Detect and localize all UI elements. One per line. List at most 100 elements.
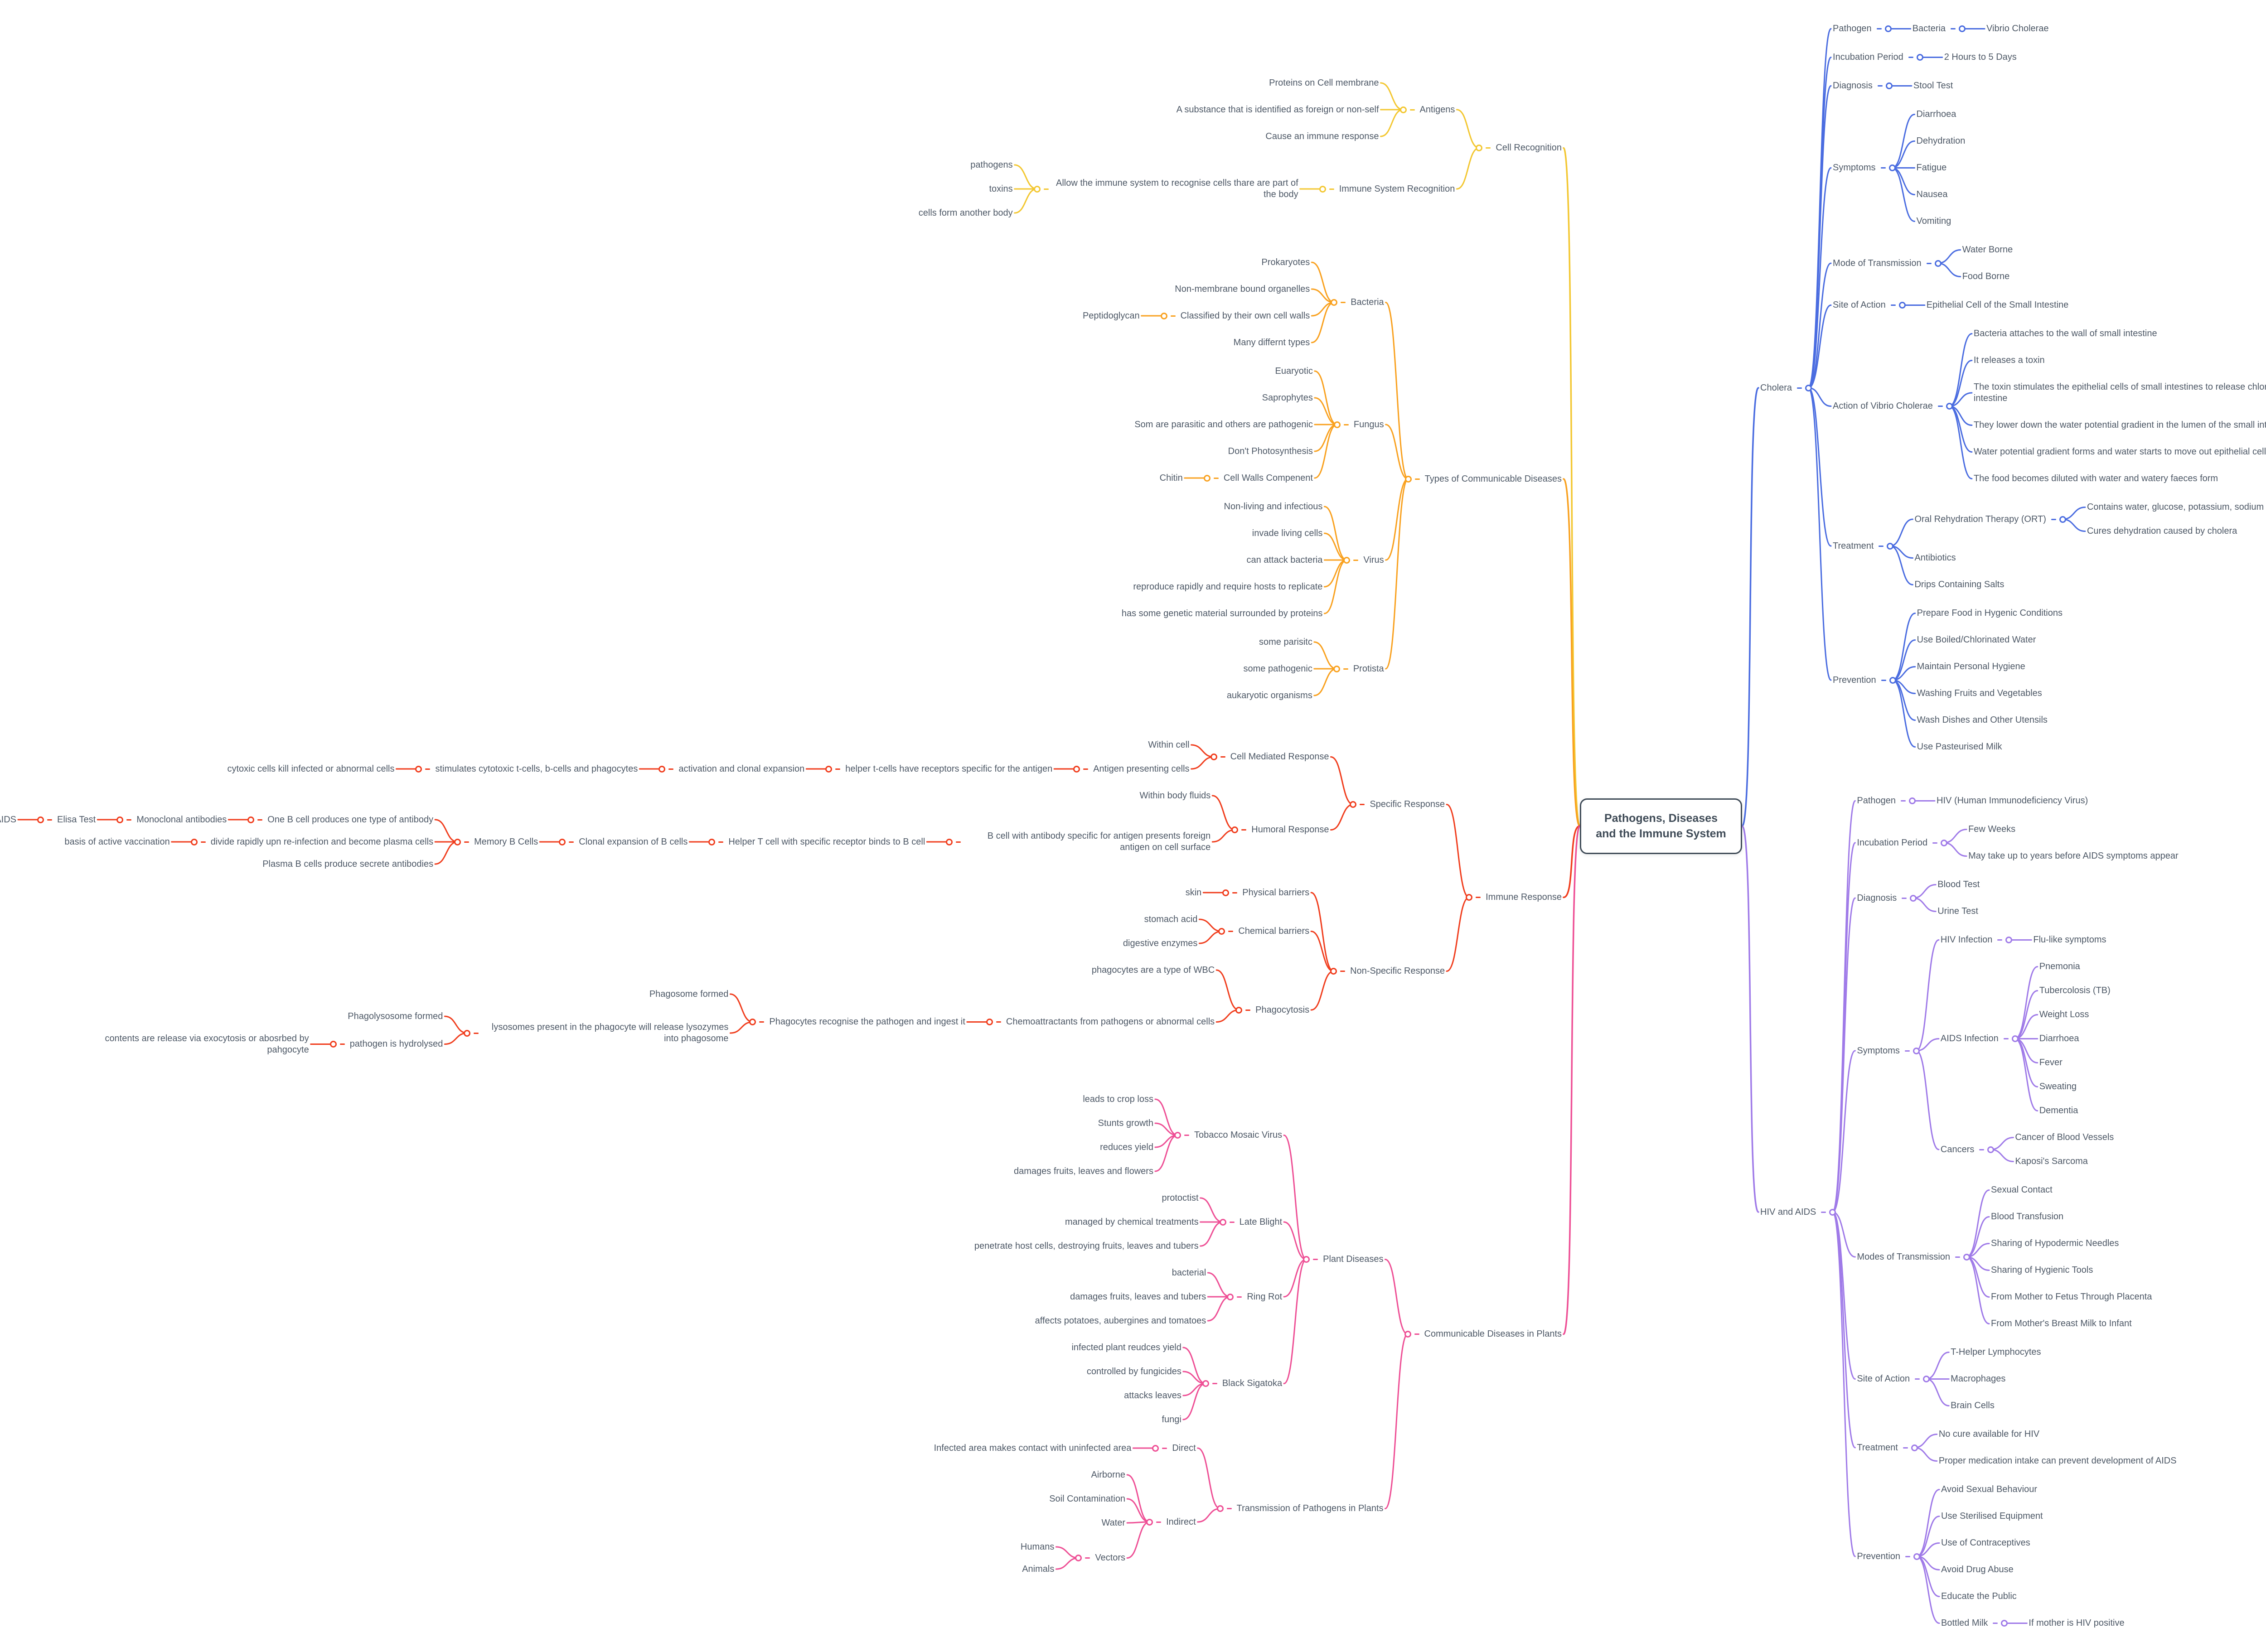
branch-dot-icon[interactable] xyxy=(1333,421,1341,428)
node-label[interactable]: One B cell produces one type of antibody xyxy=(267,814,434,825)
node-label[interactable]: Virus xyxy=(1363,555,1384,565)
node-label[interactable]: Sexual Contact xyxy=(1991,1185,2053,1195)
node-label[interactable]: Ring Rot xyxy=(1247,1291,1283,1302)
node-label[interactable]: Immune Response xyxy=(1486,892,1562,902)
node-label[interactable]: toxins xyxy=(989,184,1013,194)
node-label[interactable]: Phagocytosis xyxy=(1255,1005,1310,1015)
branch-dot-icon[interactable] xyxy=(1219,1218,1226,1226)
node-label[interactable]: activation and clonal expansion xyxy=(678,763,805,774)
branch-dot-icon[interactable] xyxy=(1805,384,1812,391)
node-label[interactable]: Cell Walls Compenent xyxy=(1223,473,1313,483)
branch-dot-icon[interactable] xyxy=(1218,928,1225,935)
node-label[interactable]: Epithelial Cell of the Small Intestine xyxy=(1926,300,2069,310)
branch-dot-icon[interactable] xyxy=(825,765,833,773)
node-label[interactable]: Site of Action xyxy=(1833,300,1886,310)
node-label[interactable]: Mode of Transmission xyxy=(1833,258,1922,268)
node-label[interactable]: Avoid Drug Abuse xyxy=(1941,1565,2014,1575)
node-label[interactable]: Immune System Recognition xyxy=(1339,184,1455,194)
node-label[interactable]: Diarrhoea xyxy=(1916,109,1956,119)
node-label[interactable]: some pathogenic xyxy=(1243,663,1312,674)
branch-dot-icon[interactable] xyxy=(1319,185,1326,193)
branch-dot-icon[interactable] xyxy=(1160,312,1167,319)
node-label[interactable]: infected plant reudces yield xyxy=(1071,1342,1181,1353)
branch-dot-icon[interactable] xyxy=(946,838,953,845)
node-label[interactable]: aukaryotic organisms xyxy=(1226,690,1312,700)
node-label[interactable]: stimulates cytotoxic t-cells, b-cells an… xyxy=(435,763,638,774)
node-label[interactable]: Proper medication intake can prevent dev… xyxy=(1938,1456,2177,1466)
node-label[interactable]: 2 Hours to 5 Days xyxy=(1944,52,2017,62)
branch-dot-icon[interactable] xyxy=(1152,1444,1159,1452)
node-label[interactable]: reproduce rapidly and require hosts to r… xyxy=(1133,581,1323,592)
branch-dot-icon[interactable] xyxy=(1934,260,1942,267)
node-label[interactable]: Treatment xyxy=(1857,1442,1898,1453)
node-label[interactable]: Nausea xyxy=(1916,189,1948,199)
node-label[interactable]: Plant Diseases xyxy=(1323,1254,1384,1264)
node-label[interactable]: Water potential gradient forms and water… xyxy=(1973,447,2266,457)
branch-dot-icon[interactable] xyxy=(1331,299,1338,306)
node-label[interactable]: Water xyxy=(1101,1517,1126,1528)
node-label[interactable]: If mother is HIV positive xyxy=(2029,1618,2125,1628)
node-label[interactable]: Sharing of Hypodermic Needles xyxy=(1991,1238,2119,1248)
node-label[interactable]: can attack bacteria xyxy=(1246,555,1323,565)
node-label[interactable]: Memory B Cells xyxy=(474,836,538,847)
node-label[interactable]: Phagolysosome formed xyxy=(348,1011,443,1021)
node-label[interactable]: Macrophages xyxy=(1951,1374,2006,1384)
branch-dot-icon[interactable] xyxy=(1404,1331,1411,1338)
branch-dot-icon[interactable] xyxy=(1075,1555,1082,1561)
node-label[interactable]: From Mother to Fetus Through Placenta xyxy=(1991,1292,2152,1302)
node-label[interactable]: Infected area makes contact with uninfec… xyxy=(934,1443,1132,1453)
node-label[interactable]: Water Borne xyxy=(1962,245,2013,255)
node-label[interactable]: Monoclonal antibodies xyxy=(136,814,227,825)
node-label[interactable]: Humans xyxy=(1020,1541,1055,1552)
node-label[interactable]: May take up to years before AIDS symptom… xyxy=(1968,851,2179,861)
node-label[interactable]: Urine Test xyxy=(1937,906,1978,916)
node-label[interactable]: damages fruits, leaves and flowers xyxy=(1014,1166,1153,1176)
branch-dot-icon[interactable] xyxy=(559,838,566,845)
node-label[interactable]: Modes of Transmission xyxy=(1857,1251,1951,1262)
node-label[interactable]: Non-Specific Response xyxy=(1350,966,1445,976)
node-label[interactable]: HIV (Human Immunodeficiency Virus) xyxy=(1937,796,2088,806)
branch-dot-icon[interactable] xyxy=(1987,1146,1995,1153)
node-label[interactable]: Types of Communicable Diseases xyxy=(1424,473,1562,484)
branch-dot-icon[interactable] xyxy=(1303,1256,1310,1263)
node-label[interactable]: managed by chemical treatments xyxy=(1065,1217,1199,1227)
node-label[interactable]: Airborne xyxy=(1091,1469,1126,1480)
branch-dot-icon[interactable] xyxy=(1203,474,1210,482)
branch-dot-icon[interactable] xyxy=(37,816,44,823)
node-label[interactable]: Maintain Personal Hygiene xyxy=(1917,662,2025,671)
node-label[interactable]: basis of active vaccination xyxy=(64,836,170,847)
node-label[interactable]: Incubation Period xyxy=(1857,837,1928,848)
node-label[interactable]: Prevention xyxy=(1833,675,1876,685)
branch-dot-icon[interactable] xyxy=(1911,1444,1918,1451)
node-label[interactable]: Chemical barriers xyxy=(1238,926,1310,936)
branch-dot-icon[interactable] xyxy=(454,838,461,845)
node-label[interactable]: Avoid Sexual Behaviour xyxy=(1941,1484,2038,1494)
node-label[interactable]: Site of Action xyxy=(1857,1374,1910,1384)
branch-dot-icon[interactable] xyxy=(708,838,716,845)
node-label[interactable]: Symptoms xyxy=(1857,1045,1900,1056)
node-label[interactable]: Classified by their own cell walls xyxy=(1180,310,1310,321)
node-label[interactable]: Tubercolosis (TB) xyxy=(2039,985,2111,995)
node-label[interactable]: Pathogen xyxy=(1857,796,1896,806)
node-label[interactable]: Non-membrane bound organelles xyxy=(1175,284,1310,294)
node-label[interactable]: Bacteria xyxy=(1351,297,1384,307)
branch-dot-icon[interactable] xyxy=(415,765,422,773)
node-label[interactable]: Educate the Public xyxy=(1941,1591,2017,1601)
node-label[interactable]: Kaposi's Sarcoma xyxy=(2015,1156,2088,1166)
node-label[interactable]: HIV and AIDS xyxy=(1760,1207,1816,1217)
branch-dot-icon[interactable] xyxy=(1909,797,1916,804)
node-label[interactable]: Chitin xyxy=(1159,473,1183,483)
node-label[interactable]: Prokaryotes xyxy=(1261,257,1310,267)
node-label[interactable]: Peptidoglycan xyxy=(1082,310,1140,321)
node-label[interactable]: penetrate host cells, destroying fruits,… xyxy=(974,1241,1199,1251)
branch-dot-icon[interactable] xyxy=(1033,185,1041,193)
node-label[interactable]: skin xyxy=(1185,887,1202,898)
node-label[interactable]: affects potatoes, aubergines and tomatoe… xyxy=(1035,1315,1206,1326)
branch-dot-icon[interactable] xyxy=(1202,1380,1209,1387)
node-label[interactable]: Vectors xyxy=(1095,1553,1126,1563)
node-label[interactable]: Chemoattractants from pathogens or abnor… xyxy=(1006,1017,1215,1027)
node-label[interactable]: T-Helper Lymphocytes xyxy=(1951,1347,2041,1357)
node-label[interactable]: reduces yield xyxy=(1100,1142,1153,1152)
node-label[interactable]: Antibiotics xyxy=(1914,553,1956,563)
node-label[interactable]: Use Boiled/Chlorinated Water xyxy=(1917,635,2036,645)
